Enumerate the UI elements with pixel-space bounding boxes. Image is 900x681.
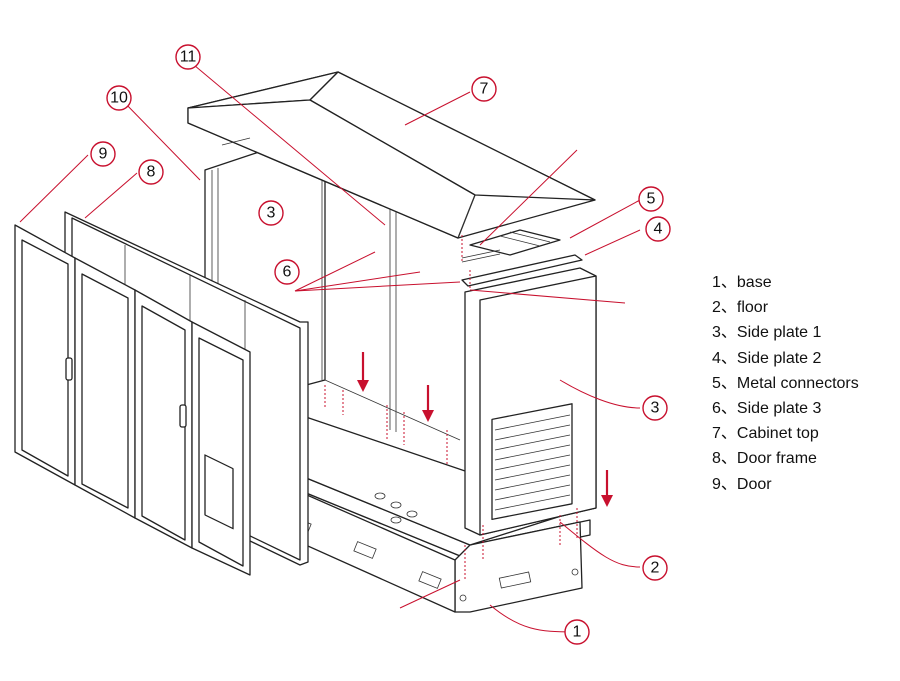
assembly-arrows <box>324 235 613 580</box>
callout-8: 8 <box>138 159 164 185</box>
legend-item-floor: 2、floor <box>712 299 769 317</box>
metal-connectors <box>461 229 561 263</box>
legend-item-base: 1、base <box>712 274 772 291</box>
legend-item-side-plate-3: 6、Side plate 3 <box>712 399 822 417</box>
callout-4: 4 <box>645 216 671 242</box>
callout-2: 2 <box>642 555 668 581</box>
svg-text:5: 5 <box>647 191 656 208</box>
legend-item-side-plate-1: 3、Side plate 1 <box>712 324 822 342</box>
svg-text:9: 9 <box>99 146 108 163</box>
side-plate-2 <box>461 254 583 287</box>
callout-5: 5 <box>638 186 664 212</box>
svg-text:7: 7 <box>480 81 489 98</box>
callout-3-front: 3 <box>642 395 668 421</box>
cabinet-top <box>187 71 596 239</box>
callout-11: 11 <box>175 44 201 70</box>
svg-text:8: 8 <box>147 164 156 181</box>
callout-3-back: 3 <box>258 200 284 226</box>
legend-item-cabinet-top: 7、Cabinet top <box>712 425 819 443</box>
callout-9: 9 <box>90 141 116 167</box>
leader-lines <box>19 59 641 633</box>
legend-item-side-plate-2: 4、Side plate 2 <box>712 349 822 367</box>
callout-1: 1 <box>564 619 590 645</box>
legend-item-metal-connectors: 5、Metal connectors <box>712 374 859 392</box>
svg-text:3: 3 <box>651 400 660 417</box>
legend-item-door: 9、Door <box>712 475 772 493</box>
legend-item-door-frame: 8、Door frame <box>712 450 817 468</box>
callout-7: 7 <box>471 76 497 102</box>
parts-legend: 1、base 2、floor 3、Side plate 1 4、Side pla… <box>712 270 859 497</box>
svg-text:2: 2 <box>651 560 660 577</box>
callout-6: 6 <box>274 259 300 285</box>
svg-text:1: 1 <box>573 624 582 641</box>
svg-text:3: 3 <box>267 205 276 222</box>
side-plate-front <box>464 267 597 536</box>
svg-text:11: 11 <box>180 49 197 66</box>
callout-10: 10 <box>106 85 132 111</box>
svg-text:10: 10 <box>110 90 128 107</box>
louver-grille <box>494 414 571 511</box>
svg-text:4: 4 <box>654 221 663 238</box>
svg-text:6: 6 <box>283 264 292 281</box>
door-leaves <box>14 224 251 576</box>
